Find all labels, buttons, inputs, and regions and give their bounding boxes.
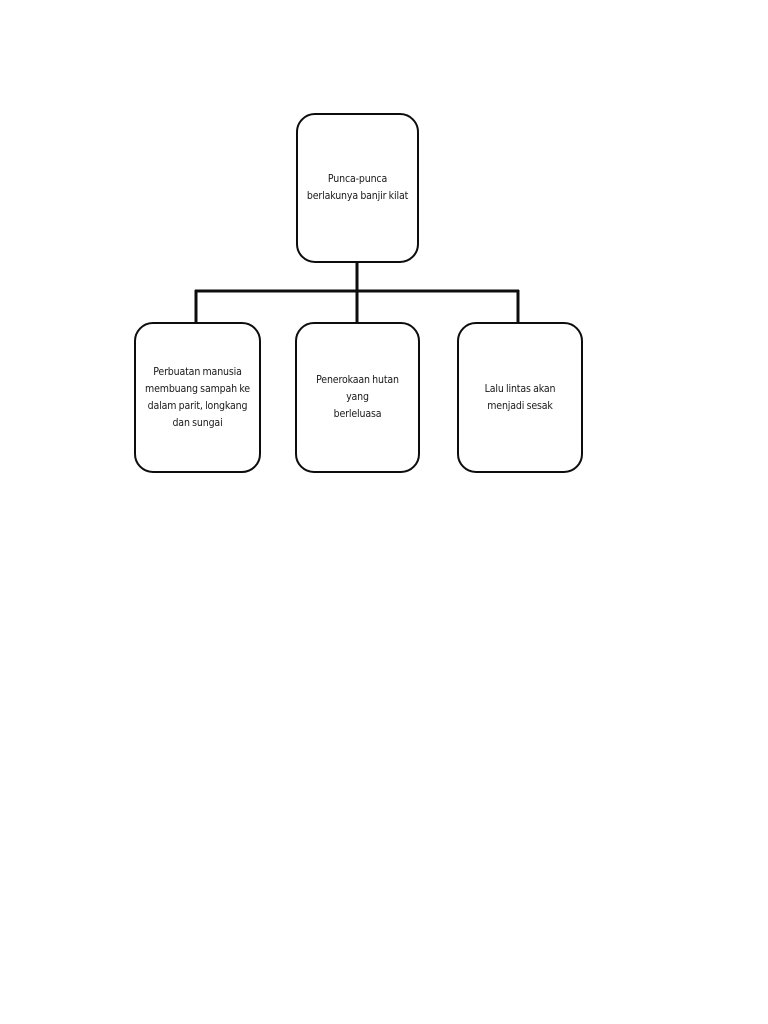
diagram-node-root: Punca-punca berlakunya banjir kilat [296, 113, 419, 263]
diagram-node-root-label: Punca-punca berlakunya banjir kilat [306, 173, 409, 202]
diagram-node-child-0: Perbuatan manusia membuang sampah ke dal… [134, 322, 261, 473]
diagram-node-child-2: Lalu lintas akan menjadi sesak [457, 322, 583, 473]
diagram-node-child-1: Penerokaan hutan yang berleluasa [295, 322, 420, 473]
diagram-node-child-1-label: Penerokaan hutan yang berleluasa [316, 374, 399, 420]
diagram-node-child-0-label: Perbuatan manusia membuang sampah ke dal… [145, 365, 250, 429]
diagram-node-child-2-label: Lalu lintas akan menjadi sesak [484, 382, 556, 412]
